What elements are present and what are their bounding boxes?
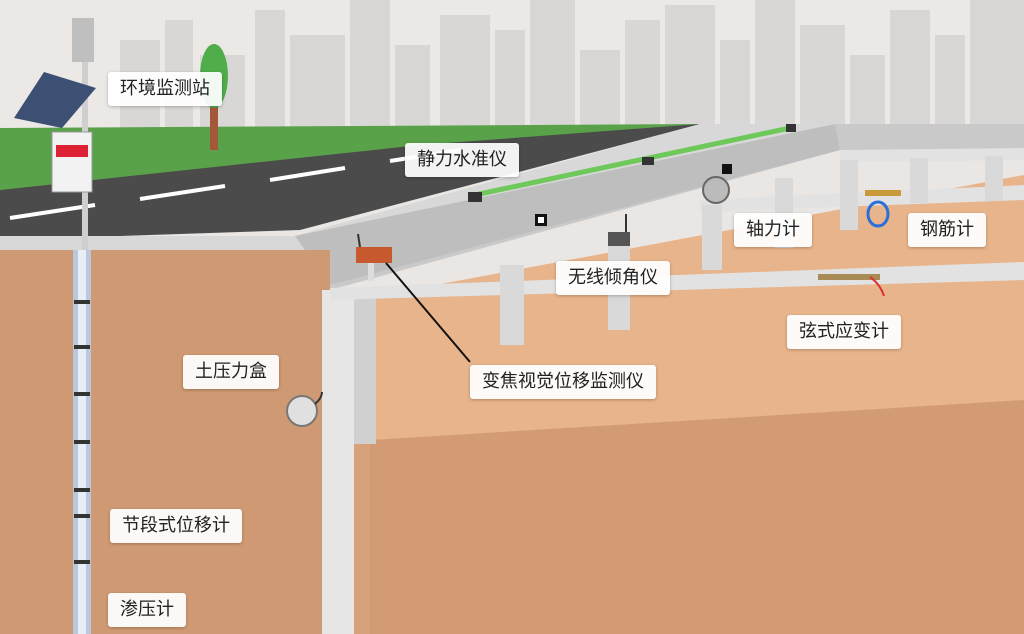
static-level-sensor [642, 157, 654, 165]
label-wireless-tilt: 无线倾角仪 [556, 261, 670, 295]
rebar-meter-device [865, 190, 901, 196]
env-station-sensor [72, 18, 94, 62]
rebar-coil [866, 200, 890, 228]
strut-top [840, 148, 1024, 162]
label-segment-displacement: 节段式位移计 [110, 509, 242, 543]
vw-strain-device [818, 274, 880, 280]
static-level-sensor [468, 192, 482, 202]
soil-left [0, 250, 330, 634]
wall-side [354, 290, 376, 444]
zoom-vision-device [356, 247, 392, 263]
label-rebar-meter: 钢筋计 [908, 213, 986, 247]
road [0, 124, 700, 240]
static-level-sensor [786, 124, 796, 132]
segment-sensors [74, 300, 90, 564]
solar-panel [14, 72, 96, 128]
pit-floor [370, 400, 1024, 634]
earth-pressure-device [286, 395, 318, 427]
static-level-pipe [469, 125, 791, 199]
callout-line [385, 262, 471, 363]
axial-force-device [702, 176, 730, 204]
label-piezometer: 渗压计 [108, 593, 186, 627]
city-skyline [120, 0, 1024, 130]
label-earth-pressure: 土压力盒 [183, 355, 279, 389]
env-station-box [51, 131, 93, 193]
tree-trunk [210, 88, 218, 150]
label-zoom-vision: 变焦视觉位移监测仪 [470, 365, 656, 399]
label-vw-strain: 弦式应变计 [787, 315, 901, 349]
label-static-level: 静力水准仪 [405, 143, 519, 177]
wireless-tilt-device [608, 232, 630, 246]
label-env-station: 环境监测站 [108, 72, 222, 106]
target-marker [722, 164, 732, 174]
label-axial-force: 轴力计 [734, 213, 812, 247]
retaining-wall [322, 290, 354, 634]
retaining-edge [295, 124, 840, 285]
